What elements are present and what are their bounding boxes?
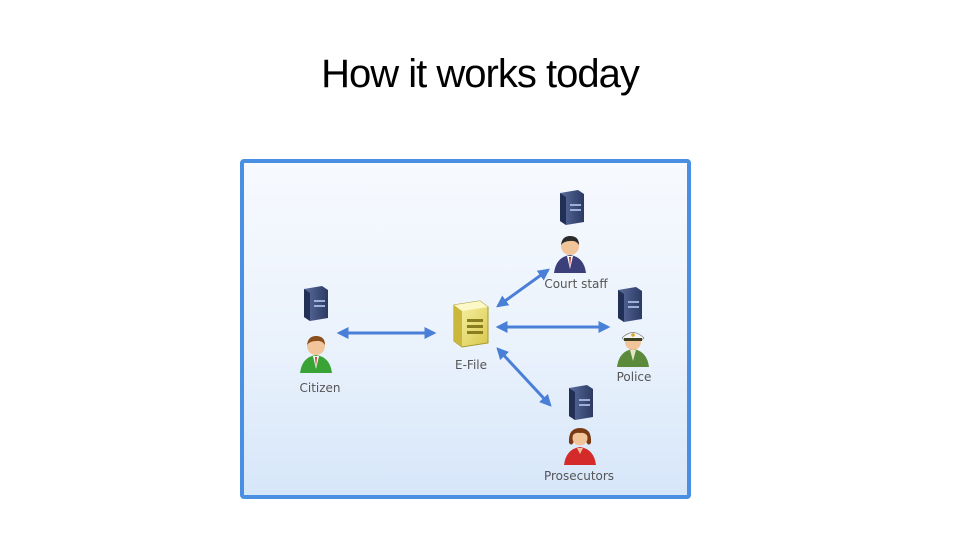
diagram-canvas	[300, 190, 649, 465]
businessman-icon	[554, 236, 586, 273]
prosecutors-server-icon	[569, 385, 593, 420]
arrow-efile-court-staff	[496, 268, 550, 308]
citizen-label: Citizen	[299, 381, 341, 395]
police-officer-icon	[617, 332, 649, 367]
court-staff-label: Court staff	[544, 277, 608, 291]
woman-person-icon	[564, 428, 596, 465]
file-server-icon	[453, 300, 489, 348]
arrow-efile-prosecutors	[496, 347, 552, 407]
prosecutors-label: Prosecutors	[543, 469, 615, 483]
efile-label: E-File	[455, 358, 487, 372]
slide-title: How it works today	[321, 52, 640, 96]
citizen-server-icon	[304, 286, 328, 321]
police-label: Police	[616, 370, 652, 384]
network-diagram: E-File Citizen Court staff Police Prosec…	[240, 159, 691, 499]
police-server-icon	[618, 287, 642, 322]
citizen-person-icon	[300, 336, 332, 373]
court-staff-server-icon	[560, 190, 584, 225]
